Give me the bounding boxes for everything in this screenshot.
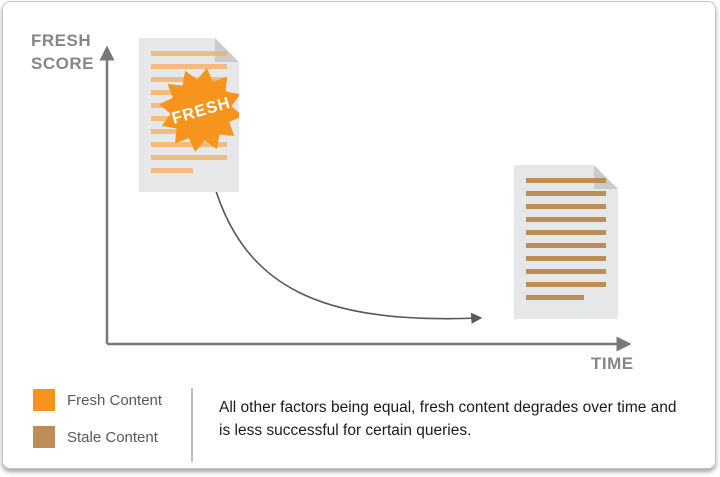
legend: Fresh Content Stale Content <box>33 389 162 448</box>
fresh-document: FRESH <box>139 38 239 192</box>
fresh-swatch <box>33 389 55 411</box>
decay-curve <box>207 170 483 324</box>
legend-label-fresh: Fresh Content <box>67 391 163 409</box>
infographic-card: FRESH SCORE TIME <box>2 1 716 469</box>
doc-line <box>526 217 606 222</box>
doc-line <box>151 64 227 69</box>
doc-line <box>526 243 606 248</box>
doc-line <box>526 295 584 300</box>
caption: All other factors being equal, fresh con… <box>219 399 677 440</box>
legend-divider <box>191 388 193 462</box>
legend-label-stale: Stale Content <box>67 428 158 446</box>
legend-item-fresh: Fresh Content <box>33 389 162 411</box>
doc-line <box>151 142 227 147</box>
doc-line <box>526 256 606 261</box>
fresh-badge: FRESH <box>153 62 249 158</box>
x-axis-label: TIME <box>591 354 634 373</box>
stale-document-lines <box>526 178 606 300</box>
stale-document <box>514 165 618 319</box>
doc-line <box>151 155 227 160</box>
doc-line <box>526 204 606 209</box>
doc-line <box>151 51 227 56</box>
doc-line <box>151 168 193 173</box>
doc-line <box>526 178 606 183</box>
doc-line <box>526 191 606 196</box>
stale-swatch <box>33 426 55 448</box>
doc-line <box>526 282 606 287</box>
y-axis-label: FRESH SCORE <box>31 31 94 73</box>
doc-line <box>526 230 606 235</box>
starburst-icon <box>153 62 248 157</box>
legend-item-stale: Stale Content <box>33 426 162 448</box>
doc-line <box>526 269 606 274</box>
